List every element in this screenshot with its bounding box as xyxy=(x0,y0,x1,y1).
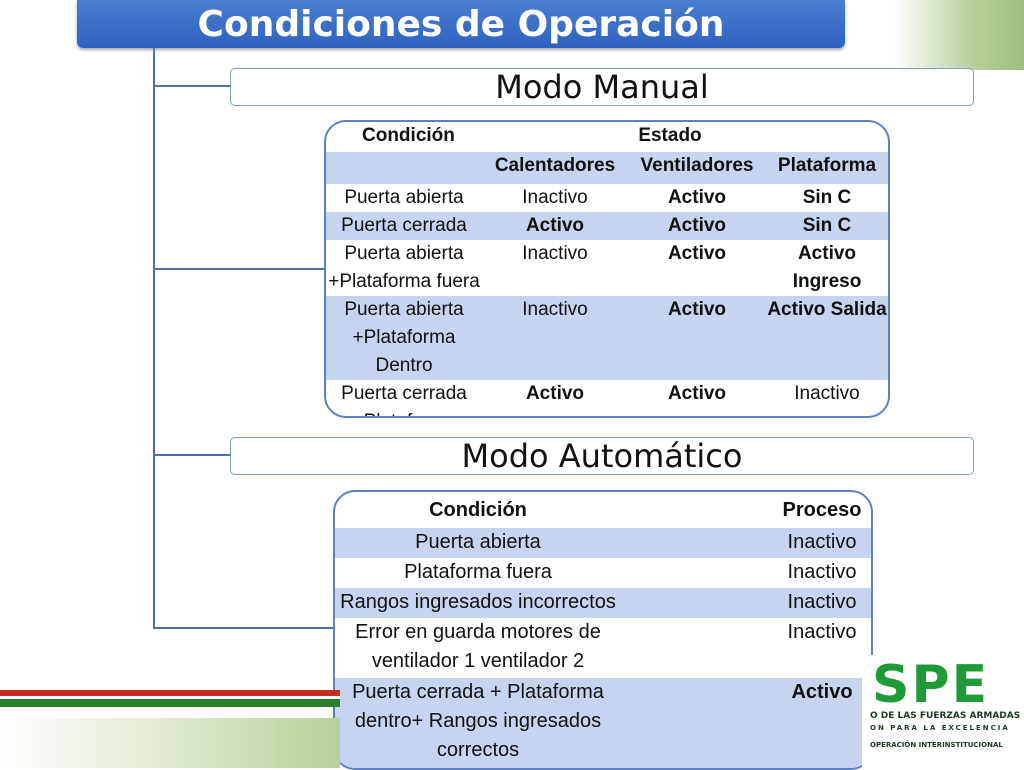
auto-row-condition: Rangos ingresados incorrectos xyxy=(335,588,621,618)
condition-line: Puerta abierta xyxy=(415,531,541,553)
espe-logo: SPE O DE LAS FUERZAS ARMADAS ON PARA LA … xyxy=(862,655,1024,768)
auto-row-condition: Puerta abierta xyxy=(335,528,621,558)
manual-row-cell: Activo xyxy=(482,212,628,240)
decorative-bottom-green xyxy=(0,718,340,768)
tree-vertical-line xyxy=(153,48,155,629)
decorative-green-band xyxy=(894,0,1024,70)
stripe-red xyxy=(0,690,340,696)
manual-row-cell: Activo Ingreso xyxy=(792,243,862,292)
condition-line: correctos xyxy=(436,739,520,761)
manual-row-cell: Activo xyxy=(667,383,727,404)
manual-subheader-ventiladores: Ventiladores xyxy=(628,152,766,184)
logo-line-1: O DE LAS FUERZAS ARMADAS xyxy=(870,711,1021,721)
condition-line: Error en guarda motores de xyxy=(355,621,601,643)
auto-table-row: Error en guarda motores de ventilador 1 v… xyxy=(335,618,871,678)
manual-table-row: Puerta abierta +Plataforma Dentro Inactivo… xyxy=(326,296,888,380)
manual-header-state: Estado xyxy=(638,125,702,146)
manual-row-cell: Activo Salida xyxy=(766,296,888,380)
auto-row-spacer xyxy=(621,528,773,558)
condition-line: +Plataforma fuera xyxy=(328,271,480,292)
manual-row-condition: Puerta cerrada xyxy=(326,212,482,240)
page-title: Condiciones de Operación xyxy=(77,0,845,48)
auto-table-row: Plataforma fuera Inactivo xyxy=(335,558,871,588)
manual-table-row: Puerta cerrada +Plataforma Dentro Activo Ac… xyxy=(326,380,888,416)
auto-table-row: Puerta cerrada + Plataforma dentro+ Rango… xyxy=(335,678,871,768)
auto-header-row: Condición Proceso xyxy=(335,492,871,528)
decorative-stripes xyxy=(0,690,340,710)
auto-row-condition: Error en guarda motores de ventilador 1 v… xyxy=(335,618,621,678)
condition-line: +Plataforma Dentro xyxy=(326,408,482,416)
section-modo-manual: Modo Manual xyxy=(230,68,974,106)
logo-line-2: ON PARA LA EXCELENCIA xyxy=(870,724,1010,732)
stripe-white xyxy=(0,696,340,699)
condition-line: Puerta abierta xyxy=(344,187,464,208)
manual-row-cell: Activo xyxy=(525,383,585,404)
auto-header-spacer xyxy=(621,492,773,528)
auto-row-process: Inactivo xyxy=(787,621,857,643)
auto-row-condition: Puerta cerrada + Plataforma dentro+ Rango… xyxy=(335,678,621,768)
auto-row-process: Inactivo xyxy=(773,528,871,558)
auto-header-condition: Condición xyxy=(429,498,527,521)
manual-subheader-row: Calentadores Ventiladores Plataforma xyxy=(326,152,888,184)
auto-row-spacer xyxy=(621,588,773,618)
manual-row-cell: Inactivo xyxy=(482,296,628,380)
manual-table: Condición Estado Calentadores Ventilador… xyxy=(324,120,890,418)
manual-row-condition: Puerta abierta +Plataforma Dentro xyxy=(326,296,482,380)
auto-row-condition: Plataforma fuera xyxy=(335,558,621,588)
manual-row-cell: Activo xyxy=(628,212,766,240)
auto-row-spacer xyxy=(621,558,773,588)
manual-table-row: Puerta abierta Inactivo Activo Sin C xyxy=(326,184,888,212)
logo-letters: SPE xyxy=(872,655,990,715)
auto-row-spacer xyxy=(621,618,773,678)
tree-branch-manual xyxy=(153,85,230,87)
condition-line: Puerta cerrada + Plataforma xyxy=(352,681,604,703)
auto-table-row: Puerta abierta Inactivo xyxy=(335,528,871,558)
manual-subheader-blank xyxy=(326,152,482,184)
manual-row-condition: Puerta abierta xyxy=(326,184,482,212)
condition-line: +Plataforma Dentro xyxy=(352,327,456,376)
auto-table-row: Rangos ingresados incorrectos Inactivo xyxy=(335,588,871,618)
condition-line: ventilador 1 ventilador 2 xyxy=(371,650,585,672)
manual-row-condition: Puerta cerrada +Plataforma Dentro xyxy=(326,380,482,416)
manual-header-condition: Condición xyxy=(362,125,455,146)
manual-row-cell: Inactivo xyxy=(522,187,588,208)
tree-branch-auto-table xyxy=(153,627,333,629)
condition-line: Puerta cerrada xyxy=(341,383,467,404)
auto-header-process: Proceso xyxy=(782,498,862,521)
condition-line: dentro+ Rangos ingresados xyxy=(354,710,602,732)
manual-row-cell: Activo xyxy=(628,296,766,380)
auto-row-spacer xyxy=(621,678,773,768)
auto-row-process: Inactivo xyxy=(787,561,857,583)
manual-row-cell: Sin C xyxy=(802,187,852,208)
manual-row-cell: Inactivo xyxy=(794,383,860,404)
stripe-green xyxy=(0,699,340,707)
condition-line: Plataforma fuera xyxy=(404,561,552,583)
condition-line: Rangos ingresados incorrectos xyxy=(340,591,616,613)
logo-line-3: OPERACIÓN INTERINSTITUCIONAL xyxy=(870,741,1003,749)
condition-line: Puerta abierta xyxy=(344,299,464,320)
manual-row-cell: Inactivo xyxy=(522,243,588,264)
manual-subheader-plataforma: Plataforma xyxy=(766,152,888,184)
manual-subheader-calentadores: Calentadores xyxy=(482,152,628,184)
condition-line: Puerta abierta xyxy=(344,243,464,264)
manual-row-cell: Sin C xyxy=(766,212,888,240)
manual-table-row: Puerta abierta +Plataforma fuera Inactivo A… xyxy=(326,240,888,296)
manual-row-cell: Activo xyxy=(667,243,727,264)
auto-row-process: Activo xyxy=(773,678,871,768)
condition-line: Puerta cerrada xyxy=(341,215,467,236)
auto-row-process: Inactivo xyxy=(773,588,871,618)
manual-row-cell: Activo xyxy=(667,187,727,208)
section-modo-automatico: Modo Automático xyxy=(230,437,974,475)
tree-branch-manual-table xyxy=(153,268,324,270)
manual-header-row: Condición Estado xyxy=(326,122,888,152)
manual-row-condition: Puerta abierta +Plataforma fuera xyxy=(326,240,482,296)
tree-branch-auto xyxy=(153,454,230,456)
